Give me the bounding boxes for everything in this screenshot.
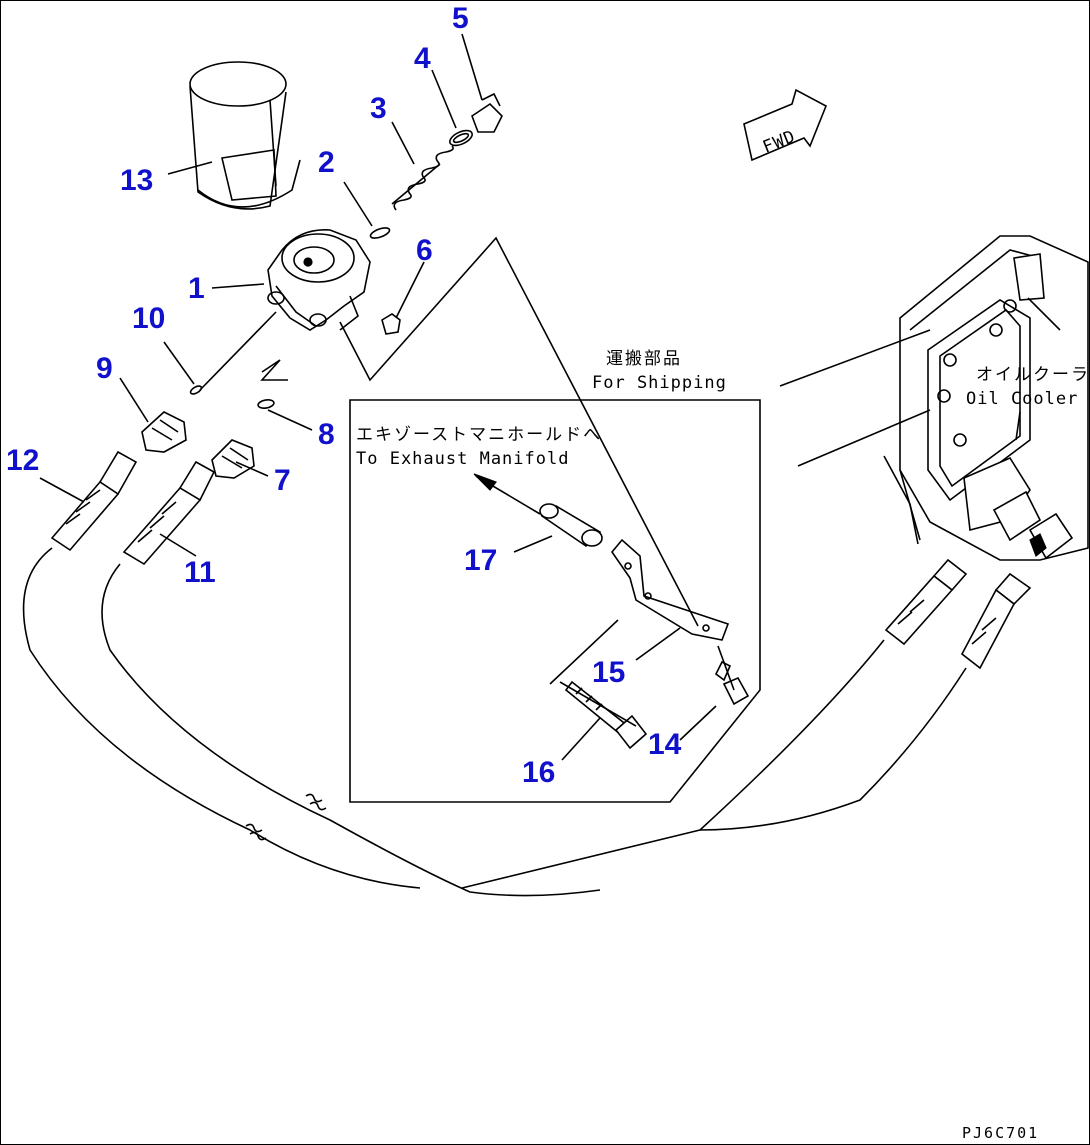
o-ring-8 bbox=[257, 399, 275, 409]
exhaust-arrow bbox=[473, 473, 541, 515]
shipping-label-jp: 運搬部品 bbox=[606, 349, 682, 369]
number-leaders bbox=[39, 33, 1061, 761]
part-number-2: 2 bbox=[318, 146, 335, 179]
shipping-inset-box bbox=[349, 399, 761, 803]
oil-filter-cartridge bbox=[189, 61, 301, 210]
o-ring-small bbox=[369, 227, 391, 239]
small-plug bbox=[381, 313, 401, 335]
exhaust-label-jp: エキゾーストマニホールドへ bbox=[356, 425, 602, 445]
filter-head bbox=[267, 229, 371, 331]
part-number-17: 17 bbox=[464, 544, 497, 577]
part-number-3: 3 bbox=[370, 92, 387, 125]
oil-cooler-assembly bbox=[883, 235, 1089, 561]
part-number-1: 1 bbox=[188, 272, 205, 305]
hose-right-a bbox=[699, 558, 968, 831]
connector-7 bbox=[211, 439, 255, 479]
part-number-12: 12 bbox=[6, 444, 39, 477]
part-number-11: 11 bbox=[184, 556, 216, 589]
part-number-13: 13 bbox=[120, 164, 153, 197]
part-number-7: 7 bbox=[274, 464, 291, 497]
fwd-arrow: FWD bbox=[743, 88, 828, 162]
hose-12 bbox=[22, 450, 421, 889]
part-number-5: 5 bbox=[452, 2, 469, 35]
part-number-16: 16 bbox=[522, 756, 555, 789]
plug bbox=[471, 92, 503, 133]
part-number-4: 4 bbox=[414, 42, 431, 75]
break-marks bbox=[245, 793, 327, 841]
connector-9 bbox=[141, 411, 187, 453]
o-ring-10 bbox=[189, 385, 203, 395]
part-number-6: 6 bbox=[416, 234, 433, 267]
drawing-code: PJ6C701 bbox=[962, 1124, 1039, 1142]
bolt-14 bbox=[714, 660, 750, 706]
oil-cooler-label-jp: オイルクーラ bbox=[976, 365, 1090, 385]
shipping-label-en: For Shipping bbox=[592, 373, 727, 393]
hose-right-b bbox=[699, 572, 1032, 831]
o-ring bbox=[449, 129, 473, 147]
spring bbox=[391, 145, 454, 211]
spacer bbox=[539, 503, 603, 548]
leader-lines bbox=[199, 236, 931, 889]
assembly-lines bbox=[549, 619, 735, 727]
part-number-15: 15 bbox=[592, 656, 625, 689]
bracket bbox=[610, 538, 730, 641]
exhaust-label-en: To Exhaust Manifold bbox=[356, 449, 569, 469]
oil-cooler-label-en: Oil Cooler bbox=[966, 389, 1078, 409]
part-number-14: 14 bbox=[648, 728, 682, 761]
part-number-10: 10 bbox=[132, 302, 165, 335]
part-number-9: 9 bbox=[96, 352, 113, 385]
hose-11 bbox=[101, 460, 601, 897]
part-number-8: 8 bbox=[318, 418, 335, 451]
